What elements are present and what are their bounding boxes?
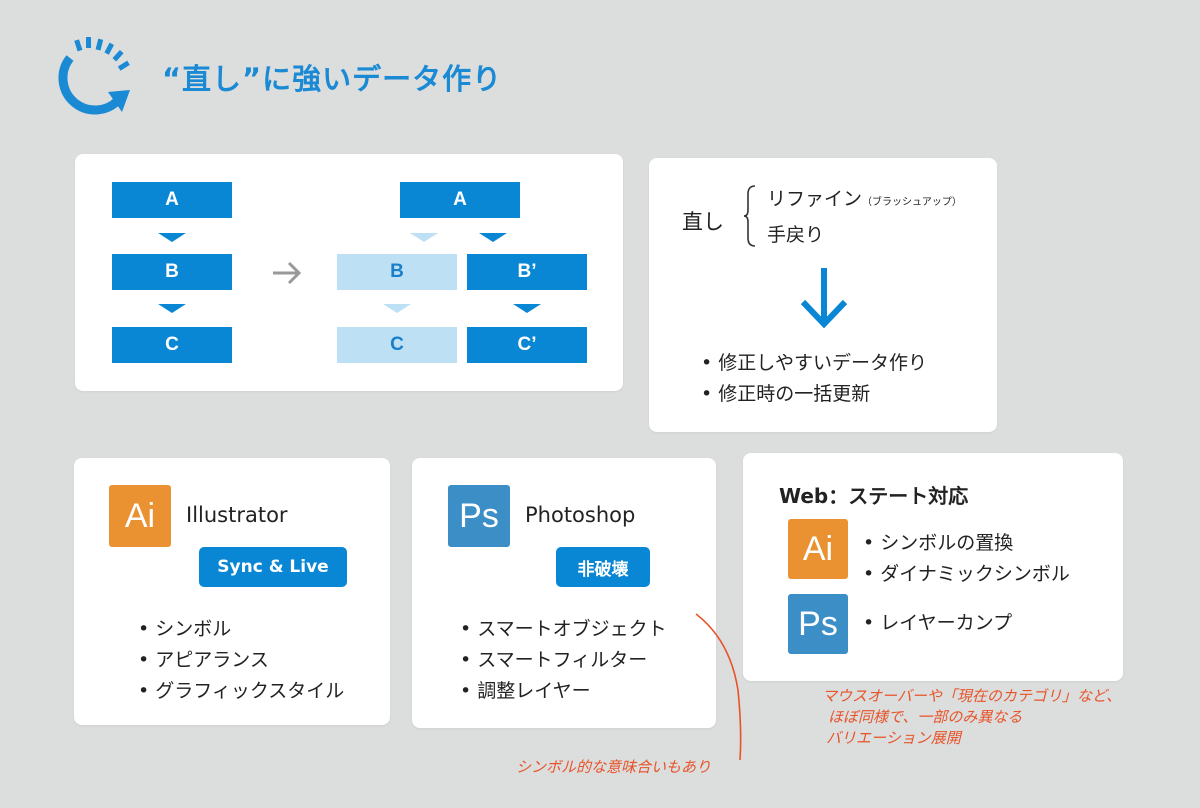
illustrator-features: シンボル アピアランス グラフィックスタイル — [138, 614, 344, 707]
photoshop-card: Ps Photoshop 非破壊 スマートオブジェクト スマートフィルター 調整… — [412, 458, 716, 728]
refresh-icon — [58, 37, 130, 115]
brace-icon — [743, 185, 756, 247]
list-item: スマートオブジェクト — [460, 614, 666, 645]
web-ai-features: シンボルの置換 ダイナミックシンボル — [863, 528, 1070, 590]
naoshi-results: 修正しやすいデータ作り 修正時の一括更新 — [701, 348, 927, 410]
flow-block-b-old: B — [337, 254, 457, 290]
annotation-web-line: ほぼ同様で、一部のみ異なる — [828, 708, 1023, 726]
flow-diagram-card: A B C A B B’ C C’ — [75, 154, 623, 391]
arrow-right-icon — [273, 261, 302, 285]
naoshi-item-rework: 手戻り — [767, 224, 825, 246]
web-title: Web：ステート対応 — [779, 484, 969, 508]
list-item: アピアランス — [138, 645, 344, 676]
flow-block-b: B — [112, 254, 232, 290]
illustrator-icon: Ai — [109, 485, 171, 547]
flow-arrow-down — [513, 304, 541, 313]
sync-live-badge: Sync & Live — [199, 547, 347, 587]
flow-block-c-old: C — [337, 327, 457, 363]
flow-arrow-down — [410, 233, 438, 242]
photoshop-features: スマートオブジェクト スマートフィルター 調整レイヤー — [460, 614, 667, 707]
naoshi-item-refine-note: （ブラッシュアップ） — [862, 197, 962, 208]
list-item: シンボルの置換 — [863, 528, 1070, 559]
list-item: ダイナミックシンボル — [863, 559, 1070, 590]
non-destructive-badge: 非破壊 — [556, 547, 650, 587]
annotation-web: マウスオーバーや「現在のカテゴリ」など、 ほぼ同様で、一部のみ異なる バリエーシ… — [822, 686, 1121, 749]
flow-block-a2: A — [400, 182, 520, 218]
list-item: スマートフィルター — [460, 645, 667, 676]
flow-block-b-new: B’ — [467, 254, 587, 290]
annotation-line — [695, 613, 742, 761]
flow-arrow-down — [383, 304, 411, 313]
annotation-symbol: シンボル的な意味合いもあり — [516, 758, 712, 776]
arrow-down-icon — [800, 268, 848, 329]
flow-block-c-new: C’ — [467, 327, 587, 363]
naoshi-card: 直し リファイン（ブラッシュアップ） 手戻り 修正しやすいデータ作り 修正時の一… — [649, 158, 997, 432]
flow-arrow-down — [158, 233, 186, 242]
flow-arrow-down — [479, 233, 507, 242]
illustrator-name: Illustrator — [186, 503, 288, 527]
naoshi-label: 直し — [682, 210, 724, 234]
flow-block-a: A — [112, 182, 232, 218]
web-ps-features: レイヤーカンプ — [863, 608, 1012, 639]
photoshop-icon: Ps — [788, 594, 848, 654]
annotation-web-line: マウスオーバーや「現在のカテゴリ」など、 — [822, 687, 1122, 705]
web-state-card: Web：ステート対応 Ai シンボルの置換 ダイナミックシンボル Ps レイヤー… — [743, 453, 1123, 681]
illustrator-card: Ai Illustrator Sync & Live シンボル アピアランス グ… — [74, 458, 390, 725]
page-title: “直し”に強いデータ作り — [162, 62, 503, 96]
naoshi-item-refine: リファイン（ブラッシュアップ） — [767, 188, 962, 210]
list-item: シンボル — [138, 614, 344, 645]
list-item: 修正しやすいデータ作り — [701, 348, 927, 379]
illustrator-icon: Ai — [788, 519, 848, 579]
list-item: 修正時の一括更新 — [701, 379, 927, 410]
flow-block-c: C — [112, 327, 232, 363]
annotation-web-line: バリエーション展開 — [826, 729, 961, 747]
flow-arrow-down — [158, 304, 186, 313]
list-item: 調整レイヤー — [460, 676, 667, 707]
photoshop-icon: Ps — [448, 485, 510, 547]
list-item: レイヤーカンプ — [863, 608, 1012, 639]
photoshop-name: Photoshop — [525, 503, 636, 527]
list-item: グラフィックスタイル — [138, 676, 344, 707]
